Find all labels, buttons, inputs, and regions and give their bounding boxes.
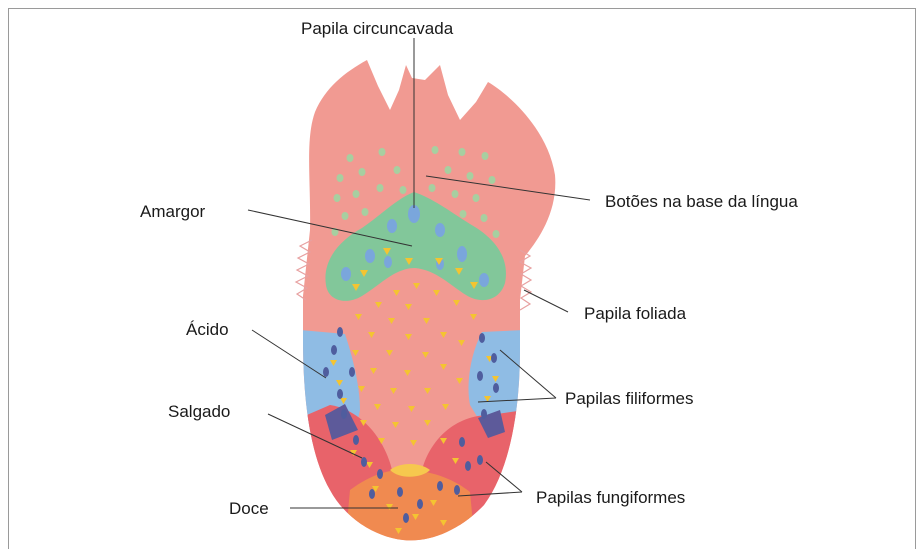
label-doce: Doce [229,500,269,517]
label-papila-circuncavada: Papila circuncavada [301,20,453,37]
label-papilas-fungiformes: Papilas fungiformes [536,489,685,506]
label-salgado: Salgado [168,403,230,420]
label-papila-foliada: Papila foliada [584,305,686,322]
label-acido: Ácido [186,321,229,338]
label-papilas-filiformes: Papilas filiformes [565,390,694,407]
label-botoes-base-lingua: Botões na base da língua [605,193,798,210]
label-amargor: Amargor [140,203,205,220]
